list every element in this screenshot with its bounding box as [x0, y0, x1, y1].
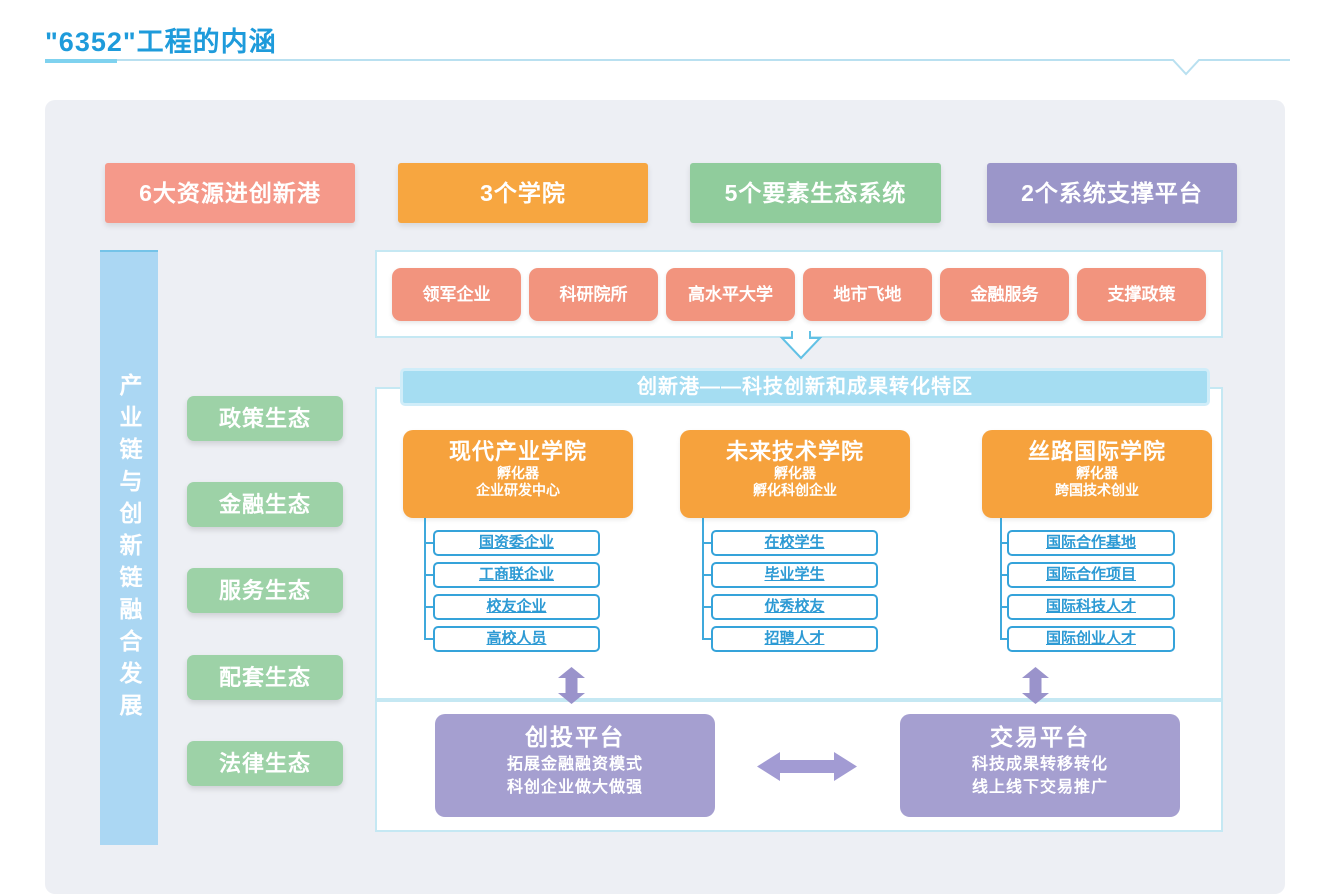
header-three-colleges: 3个学院 [398, 163, 648, 223]
horizontal-double-arrow-icon [757, 752, 857, 781]
college-modern-industry: 现代产业学院 孵化器 企业研发中心 [403, 430, 633, 518]
resources-panel: 领军企业 科研院所 高水平大学 地市飞地 金融服务 支撑政策 [375, 250, 1223, 338]
college-subtitle: 企业研发中心 [476, 482, 560, 498]
connector-tick [1000, 606, 1009, 608]
list-item: 招聘人才 [711, 626, 878, 652]
college-subtitle: 孵化科创企业 [753, 482, 837, 498]
ecosystem-legal: 法律生态 [187, 741, 343, 786]
college-title: 未来技术学院 [725, 439, 864, 464]
connector-tick [424, 638, 433, 640]
connector-tick [424, 574, 433, 576]
connector-line [1000, 518, 1002, 640]
connector-tick [1000, 542, 1009, 544]
connector-tick [1000, 638, 1009, 640]
list-item: 国际科技人才 [1007, 594, 1175, 620]
header-six-resources: 6大资源进创新港 [105, 163, 355, 223]
list-item: 工商联企业 [433, 562, 600, 588]
college-subtitle: 孵化器 [497, 465, 539, 481]
resource-financial-services: 金融服务 [940, 267, 1069, 321]
innovation-port-banner: 创新港——科技创新和成果转化特区 [400, 368, 1210, 406]
college-future-technology: 未来技术学院 孵化器 孵化科创企业 [680, 430, 910, 518]
vertical-double-arrow-icon [558, 667, 585, 704]
connector-tick [424, 606, 433, 608]
resource-top-universities: 高水平大学 [666, 267, 795, 321]
platform-line: 拓展金融融资模式 [506, 756, 643, 773]
list-item: 毕业学生 [711, 562, 878, 588]
connector-tick [702, 606, 711, 608]
resource-supporting-policies: 支撑政策 [1077, 267, 1206, 321]
connector-line [702, 518, 704, 640]
vertical-bar-label: 产业链与创新链融合发展 [116, 372, 142, 725]
title-underline-accent [45, 59, 117, 63]
down-arrow-icon [779, 331, 823, 360]
resource-research-institutes: 科研院所 [529, 267, 658, 321]
college-silk-road-international: 丝路国际学院 孵化器 跨国技术创业 [982, 430, 1212, 518]
platform-line: 科创企业做大做强 [506, 779, 643, 796]
ecosystem-policy: 政策生态 [187, 396, 343, 441]
college-title: 现代产业学院 [448, 439, 587, 464]
list-item: 高校人员 [433, 626, 600, 652]
platform-line: 线上线下交易推广 [971, 779, 1108, 796]
connector-tick [1000, 574, 1009, 576]
resource-leading-enterprises: 领军企业 [392, 267, 521, 321]
list-item: 在校学生 [711, 530, 878, 556]
vertical-double-arrow-icon [1022, 667, 1049, 704]
college-title: 丝路国际学院 [1027, 439, 1166, 464]
ecosystem-finance: 金融生态 [187, 482, 343, 527]
title-rule-with-notch [45, 59, 1290, 76]
header-two-platforms: 2个系统支撑平台 [987, 163, 1237, 223]
platform-title: 交易平台 [990, 724, 1090, 750]
connector-tick [424, 542, 433, 544]
list-item: 国资委企业 [433, 530, 600, 556]
ecosystem-support: 配套生态 [187, 655, 343, 700]
connector-tick [702, 574, 711, 576]
list-item: 国际合作基地 [1007, 530, 1175, 556]
connector-tick [702, 542, 711, 544]
college-subtitle: 孵化器 [774, 465, 816, 481]
list-item: 国际合作项目 [1007, 562, 1175, 588]
header-five-ecosystems: 5个要素生态系统 [690, 163, 941, 223]
list-item: 优秀校友 [711, 594, 878, 620]
list-item: 校友企业 [433, 594, 600, 620]
list-item: 国际创业人才 [1007, 626, 1175, 652]
page-title: "6352"工程的内涵 [45, 27, 277, 57]
vertical-bar-industry-innovation-chain: 产业链与创新链融合发展 [100, 250, 158, 845]
platform-trading: 交易平台 科技成果转移转化 线上线下交易推广 [900, 714, 1180, 817]
platform-venture-capital: 创投平台 拓展金融融资模式 科创企业做大做强 [435, 714, 715, 817]
ecosystem-service: 服务生态 [187, 568, 343, 613]
college-subtitle: 跨国技术创业 [1055, 482, 1139, 498]
college-subtitle: 孵化器 [1076, 465, 1118, 481]
connector-tick [702, 638, 711, 640]
platform-line: 科技成果转移转化 [971, 756, 1108, 773]
connector-line [424, 518, 426, 640]
resource-city-enclaves: 地市飞地 [803, 267, 932, 321]
platform-title: 创投平台 [525, 724, 625, 750]
